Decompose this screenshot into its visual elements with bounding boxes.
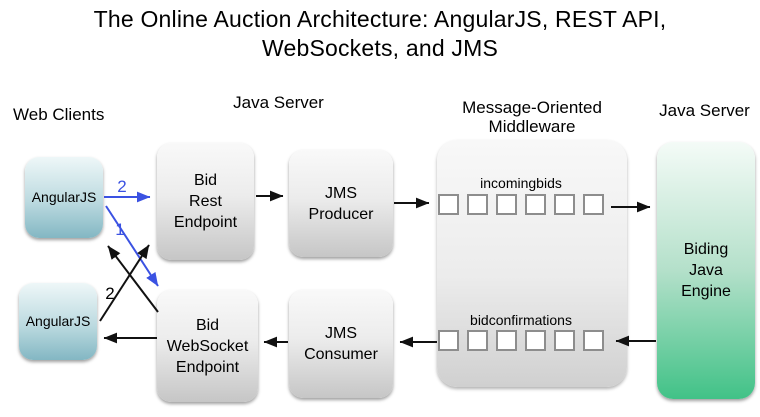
engine-line2: Java [689,262,723,279]
section-label-mom-line1: Message-Oriented [462,98,602,117]
queue-bidconfirmations-slots [438,330,604,352]
bid-ws-line2: WebSocket [166,337,249,355]
queue-slot [467,330,488,351]
queue-slot [438,194,459,215]
diagram-title: The Online Auction Architecture: Angular… [0,5,760,63]
arrow-angular-top-to-bidwebsocket [105,205,159,287]
step-label-client-bottom-2: 2 [105,284,115,303]
queue-slot [554,330,575,351]
queue-slot [438,330,459,351]
bid-rest-line3: Endpoint [173,214,238,231]
node-bid-rest-endpoint: Bid Rest Endpoint [157,143,254,260]
jms-producer-line2: Producer [308,205,374,223]
jms-consumer-line2: Consumer [304,346,378,363]
bid-rest-line1: Bid [193,172,218,189]
queue-slot [525,194,546,215]
node-angularjs-bottom-label: AngularJS [25,313,91,329]
node-angularjs-top-label: AngularJS [31,189,97,205]
engine-line1: Biding [683,241,729,258]
arrow-angular-bottom-to-bidrest [99,244,150,322]
diagram-title-line2: WebSockets, and JMS [261,35,499,61]
section-label-java-server-left: Java Server [233,93,324,112]
step-label-websocket-1: 1 [115,220,125,239]
bid-ws-line1: Bid [195,316,220,334]
queue-slot [583,330,604,351]
section-label-mom-line2: Middleware [488,117,576,136]
section-label-java-server-right: Java Server [659,101,750,120]
queue-incomingbids-slots [438,194,604,216]
queue-slot [496,194,517,215]
node-angularjs-top: AngularJS [25,157,103,238]
section-label-mom: Message-Oriented Middleware [442,98,622,136]
queue-slot [525,330,546,351]
queue-slot [583,194,604,215]
node-biding-java-engine: Biding Java Engine [657,142,755,399]
bid-rest-line2: Rest [189,193,222,210]
engine-line3: Engine [681,283,731,300]
jms-consumer-line1: JMS [325,325,357,342]
jms-producer-line1: JMS [325,184,357,202]
diagram-title-line1: The Online Auction Architecture: Angular… [93,6,667,32]
bid-ws-line3: Endpoint [175,358,240,376]
queue-label-bidconfirmations: bidconfirmations [470,312,572,328]
node-bid-websocket-endpoint: Bid WebSocket Endpoint [157,290,258,402]
section-label-web-clients: Web Clients [13,105,105,124]
step-label-rest-2: 2 [117,177,127,196]
queue-slot [554,194,575,215]
queue-slot [496,330,517,351]
queue-slot [467,194,488,215]
queue-label-incomingbids: incomingbids [480,175,562,191]
node-angularjs-bottom: AngularJS [19,283,97,360]
node-jms-consumer: JMS Consumer [289,290,393,398]
node-jms-producer: JMS Producer [289,150,393,257]
